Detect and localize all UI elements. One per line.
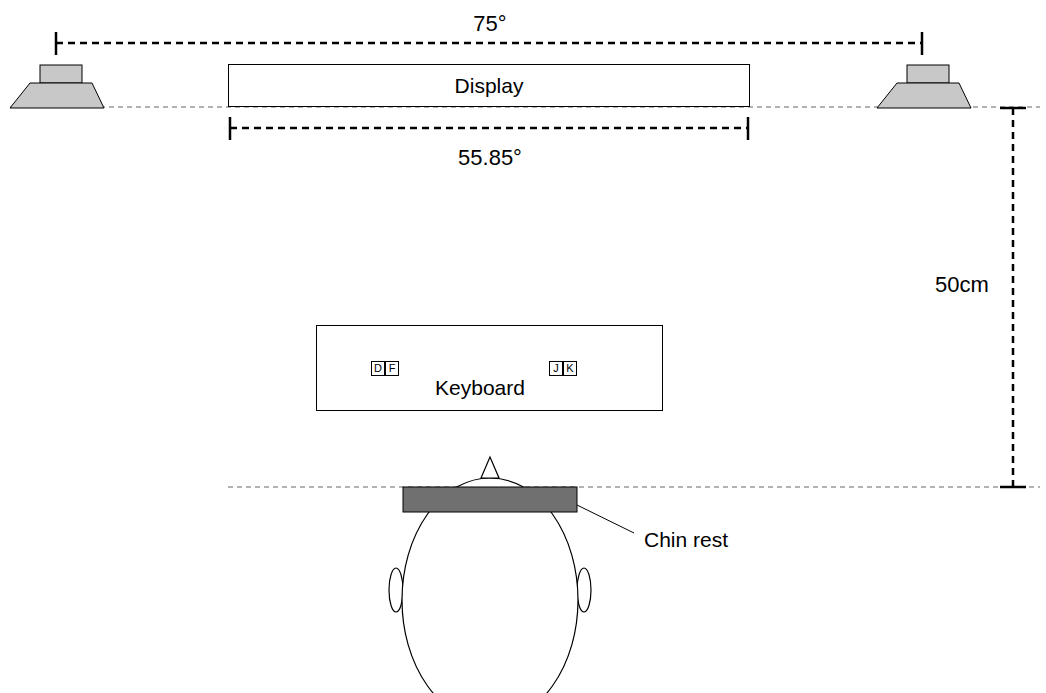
key-box: D [371, 361, 385, 376]
right-speaker [877, 65, 971, 108]
distance-label: 50cm [932, 272, 992, 298]
node-text: D [374, 363, 382, 374]
node-text: F [389, 363, 396, 374]
keyboard-box: Keyboard DF JK [316, 325, 663, 411]
head-figure [389, 457, 591, 693]
node-text: J [553, 363, 559, 374]
part-label: Chin rest [641, 528, 731, 552]
chin-plane-line [228, 487, 1040, 488]
angle-label: 55.85° [455, 145, 525, 171]
angle-label: 75° [470, 11, 509, 37]
left-speaker [10, 65, 104, 108]
node-text: K [566, 363, 573, 374]
distance-dimension [1000, 108, 1026, 487]
display-box: Display [228, 64, 750, 107]
node-text: Keyboard [435, 377, 525, 398]
chin-rest [403, 487, 577, 512]
display-angle-dimension [230, 117, 748, 140]
node-text: Display [455, 75, 524, 96]
key-box: F [385, 361, 399, 376]
key-box: K [563, 361, 577, 376]
key-box: J [549, 361, 563, 376]
chin-rest-leader [577, 505, 634, 533]
